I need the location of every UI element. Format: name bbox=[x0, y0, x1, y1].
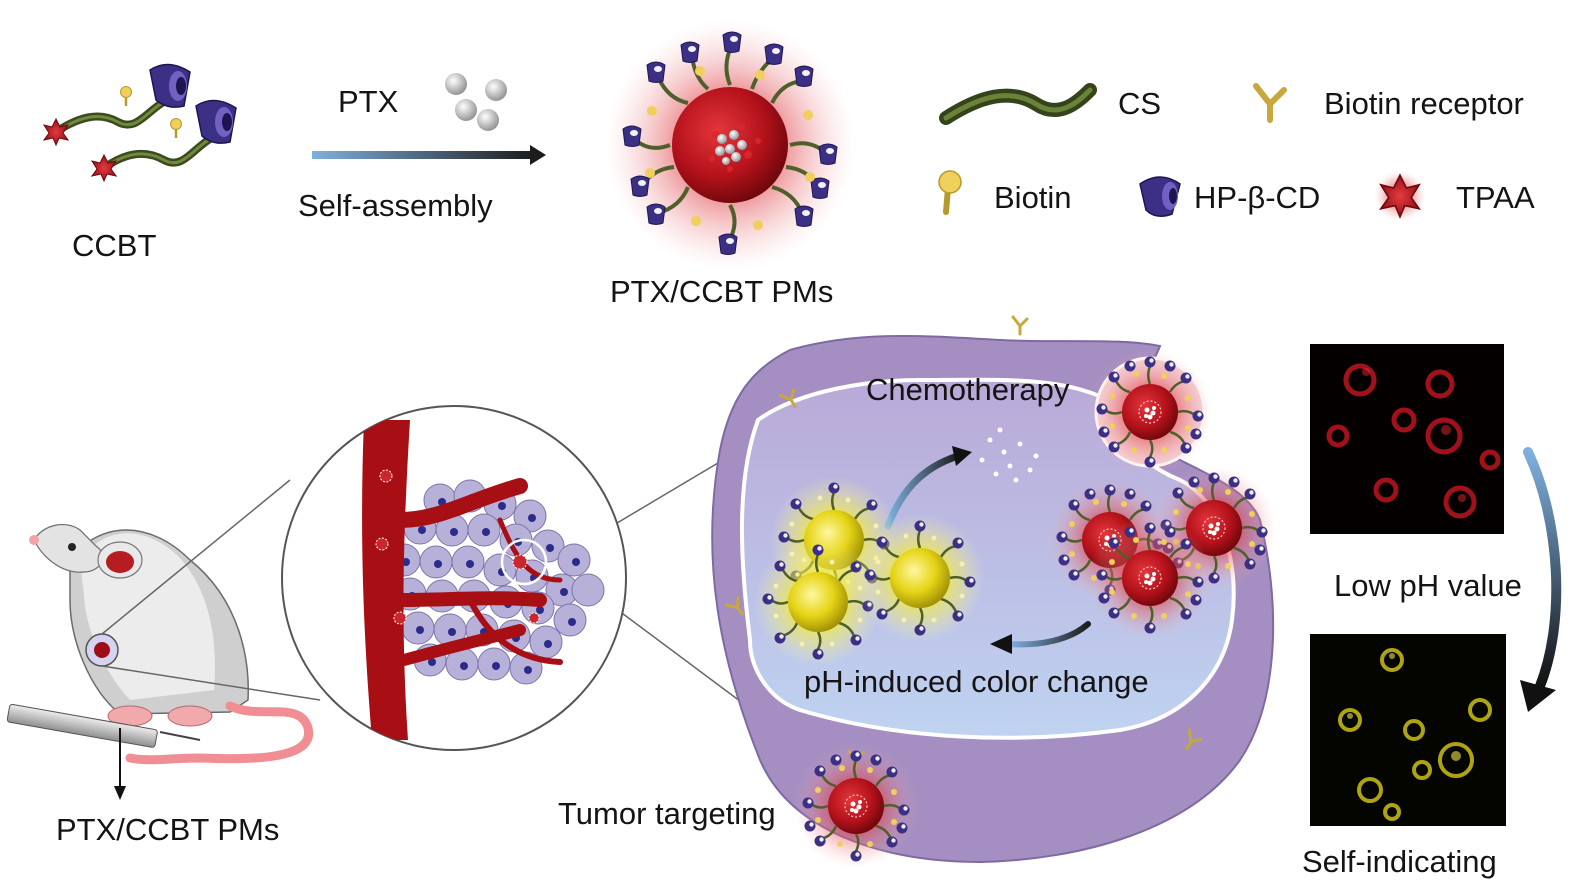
ptx-ccbt-micelle-icon bbox=[605, 20, 855, 270]
chemotherapy-label: Chemotherapy bbox=[866, 372, 1070, 407]
fluorescence-image-red bbox=[1310, 344, 1504, 534]
legend-biotin-receptor-icon bbox=[1256, 86, 1284, 120]
ph-change-arrow bbox=[1520, 447, 1562, 712]
color-change-label: pH-induced color change bbox=[804, 664, 1149, 699]
legend-biotin-label: Biotin bbox=[994, 180, 1072, 215]
endocytosis-micelle-icon bbox=[1088, 350, 1212, 474]
low-ph-label: Low pH value bbox=[1334, 568, 1522, 603]
legend-hp-cd-label: HP-β-CD bbox=[1194, 180, 1321, 215]
legend-tpaa-label: TPAA bbox=[1456, 180, 1535, 215]
tumor-targeting-label: Tumor targeting bbox=[558, 796, 776, 831]
legend-cs-label: CS bbox=[1118, 86, 1162, 121]
legend-cs-chain-icon bbox=[939, 83, 1097, 125]
self-assembly-label: Self-assembly bbox=[298, 188, 493, 223]
legend-tpaa-icon bbox=[1374, 170, 1426, 222]
self-assembly-arrow bbox=[312, 145, 546, 165]
legend-biotin-icon bbox=[938, 170, 962, 215]
mouse-illustration bbox=[6, 523, 314, 800]
ccbt-label: CCBT bbox=[72, 228, 157, 263]
ptx-label: PTX bbox=[338, 84, 399, 119]
ccbt-molecule-icon bbox=[43, 63, 237, 182]
fluorescence-image-yellow bbox=[1310, 634, 1506, 826]
legend-hp-cd-icon bbox=[1139, 176, 1181, 217]
tumor-zoom-circle bbox=[281, 405, 627, 751]
color-change-arrow bbox=[990, 621, 1091, 654]
micelle-label: PTX/CCBT PMs bbox=[610, 274, 834, 309]
legend-biotin-receptor-label: Biotin receptor bbox=[1324, 86, 1524, 121]
released-ptx-dots bbox=[979, 427, 1039, 483]
self-indicating-label: Self-indicating bbox=[1302, 844, 1497, 879]
ptx-drug-icon bbox=[445, 73, 507, 131]
targeting-micelle-icon bbox=[794, 744, 918, 868]
injection-label: PTX/CCBT PMs bbox=[56, 812, 280, 847]
